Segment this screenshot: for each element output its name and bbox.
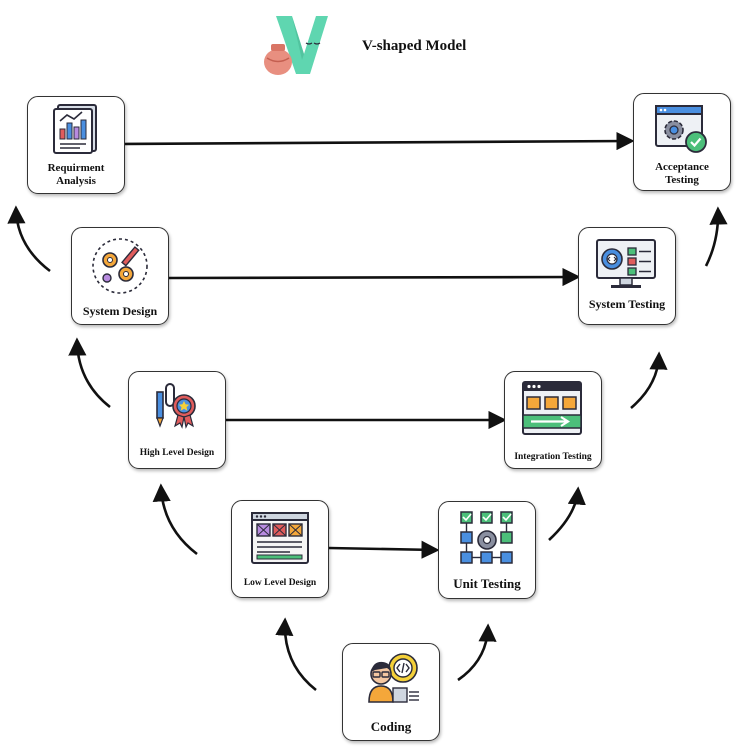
monitor-code-icon [596, 239, 656, 288]
developer-icon [368, 653, 419, 703]
arrow-system-to-requirement [7, 205, 51, 273]
stage-label: Acceptance Testing [655, 161, 709, 186]
stage-label: System Testing [588, 297, 666, 311]
stage-label: Unit Testing [453, 576, 521, 591]
arrow-coding-to-unit [457, 623, 497, 682]
award-clip-icon [156, 383, 196, 429]
pipeline-icon [522, 381, 582, 435]
arrow-hld-to-system [68, 337, 111, 409]
v-logo-icon [264, 16, 328, 75]
stage-coding: Coding [342, 643, 440, 741]
stage-label: Low Level Design [243, 578, 317, 588]
window-check-icon [655, 105, 707, 153]
stage-label: Integration Testing [514, 452, 592, 462]
stage-high-level-design: High Level Design [128, 371, 226, 469]
diagram-title: V-shaped Model [362, 38, 467, 54]
stage-integration-testing: Integration Testing [504, 371, 602, 469]
stage-acceptance-testing: Acceptance Testing [633, 93, 731, 191]
stage-system-testing: System Testing [578, 227, 676, 325]
stage-low-level-design: Low Level Design [231, 500, 329, 598]
stage-unit-testing: Unit Testing [438, 501, 536, 599]
arrow-system-to-acceptance [704, 206, 728, 267]
stage-label: High Level Design [139, 448, 215, 458]
stage-requirement-analysis: Requirment Analysis [27, 96, 125, 194]
flow-checklist-icon [460, 511, 513, 564]
arrow-unit-to-integration [548, 486, 586, 541]
stage-label: System Design [82, 304, 158, 318]
arrow-system-design-to-system-testing [167, 267, 581, 287]
arrow-integration-to-system [630, 351, 668, 409]
arrow-lld-to-unit [328, 540, 440, 559]
wireframe-icon [251, 512, 309, 564]
gears-pencil-icon [92, 238, 148, 294]
arrow-lld-to-hld [152, 483, 198, 556]
report-chart-icon [53, 104, 97, 154]
stage-system-design: System Design [71, 227, 169, 325]
arrow-requirement-to-acceptance [123, 131, 635, 151]
arrow-coding-to-lld [275, 617, 317, 692]
stage-label: Coding [370, 719, 412, 734]
stage-label: Requirment Analysis [47, 162, 105, 187]
